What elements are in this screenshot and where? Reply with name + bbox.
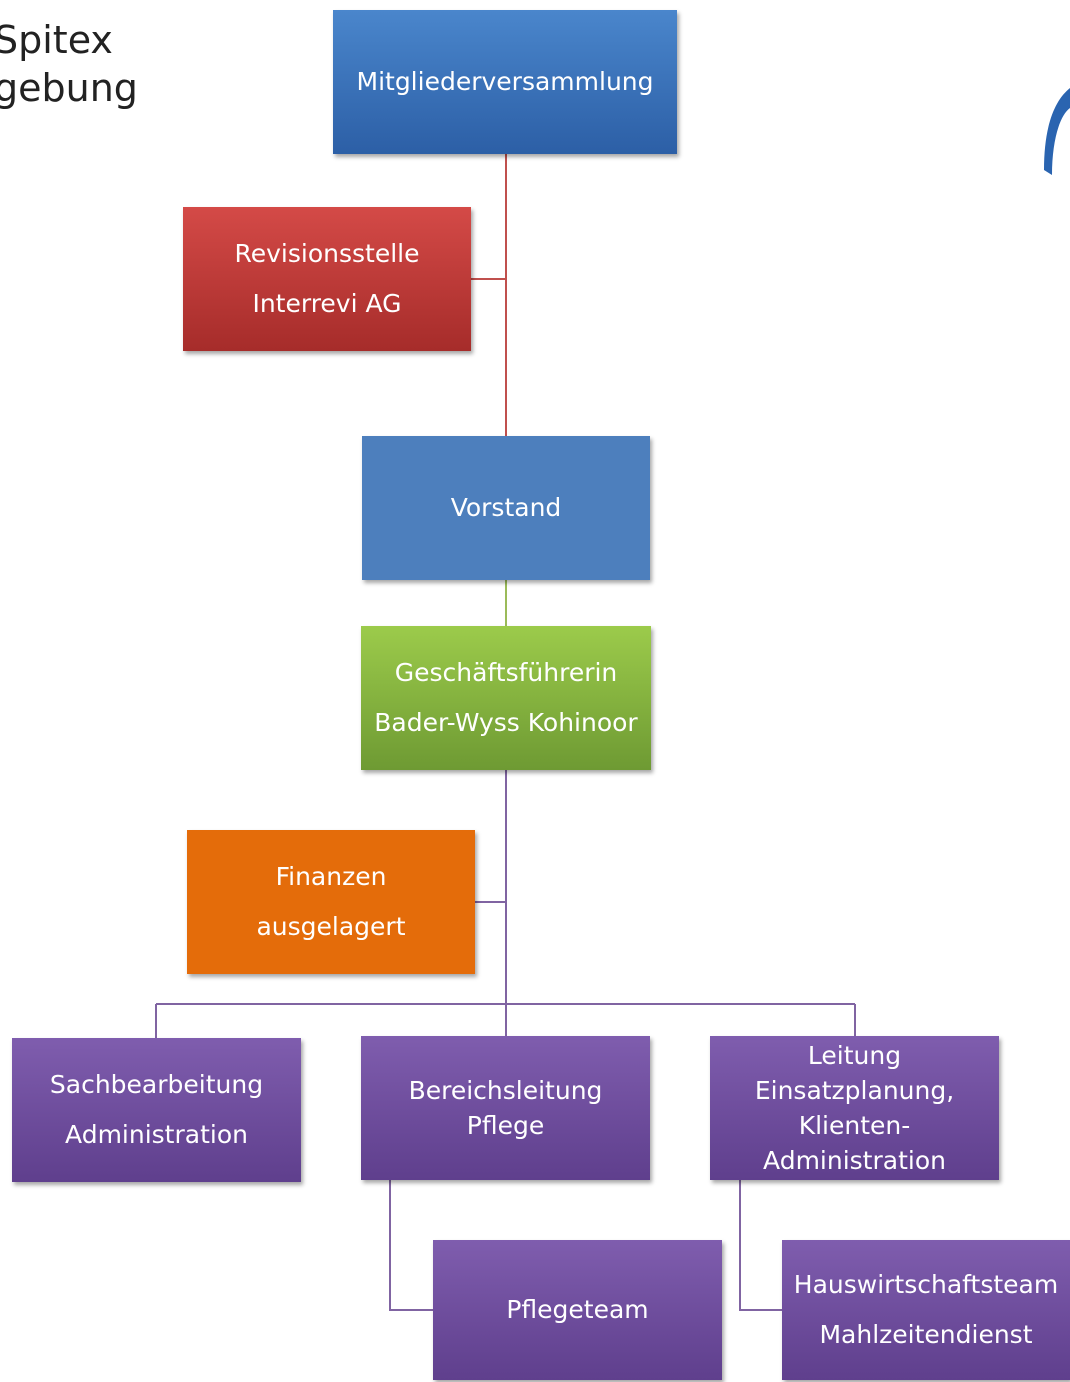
box-label: Administration xyxy=(65,1120,248,1149)
box-label: Pflege xyxy=(466,1111,545,1140)
box-label: ausgelagert xyxy=(256,912,406,941)
box-hauswirtschaftsteam: Hauswirtschaftsteam Mahlzeitendienst xyxy=(782,1240,1070,1380)
box-leitung-einsatzplanung: Leitung Einsatzplanung, Klienten- Admini… xyxy=(710,1036,999,1180)
box-label: Klienten- xyxy=(798,1111,911,1140)
spitex-logo-icon xyxy=(1044,88,1070,175)
box-vorstand: Vorstand xyxy=(362,436,650,580)
box-label: Finanzen xyxy=(275,862,387,891)
box-label: Einsatzplanung, xyxy=(754,1076,955,1105)
box-revisionsstelle: Revisionsstelle Interrevi AG xyxy=(183,207,471,351)
box-label: Geschäftsführerin xyxy=(394,658,618,687)
box-bereichsleitung: Bereichsleitung Pflege xyxy=(361,1036,650,1180)
box-label: Interrevi AG xyxy=(252,289,402,318)
box-label: Administration xyxy=(763,1146,946,1175)
box-label: Sachbearbeitung xyxy=(49,1070,264,1099)
box-label: Revisionsstelle xyxy=(234,239,420,268)
title-line-2: gebung xyxy=(0,66,138,110)
title-line-1: Spitex xyxy=(0,18,113,62)
box-label: Mahlzeitendienst xyxy=(819,1320,1033,1349)
box-geschaeftsfuehrerin: Geschäftsführerin Bader-Wyss Kohinoor xyxy=(361,626,651,770)
box-pflegeteam: Pflegeteam xyxy=(433,1240,722,1380)
box-label: Pflegeteam xyxy=(506,1295,649,1324)
box-finanzen: Finanzen ausgelagert xyxy=(187,830,475,974)
page-title: Spitex gebung xyxy=(0,16,138,112)
box-label: Vorstand xyxy=(450,493,562,522)
box-label: Mitgliederversammlung xyxy=(356,67,654,96)
box-label: Bader-Wyss Kohinoor xyxy=(374,708,638,737)
box-label: Bereichsleitung xyxy=(408,1076,603,1105)
box-label: Hauswirtschaftsteam xyxy=(793,1270,1059,1299)
box-sachbearbeitung: Sachbearbeitung Administration xyxy=(12,1038,301,1182)
box-mitgliederversammlung: Mitgliederversammlung xyxy=(333,10,677,154)
box-label: Leitung xyxy=(807,1041,902,1070)
